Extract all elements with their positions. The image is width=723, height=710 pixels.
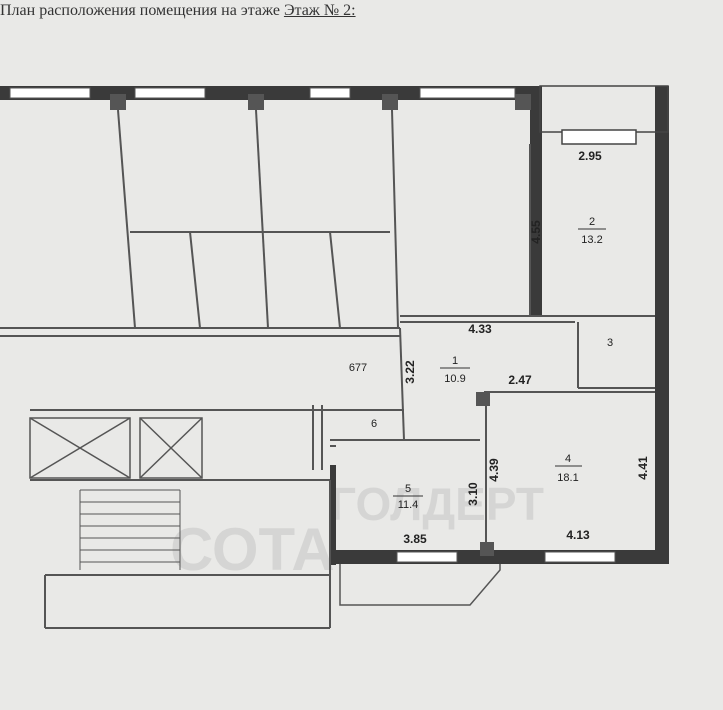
dim-4-55: 4.55 [529, 220, 543, 244]
interior-walls [0, 109, 655, 629]
apartment-number: 677 [349, 362, 367, 374]
stairs [79, 489, 181, 570]
dimension-labels: 2.95 4.55 4.33 3.22 2.47 4.39 3.10 4.41 … [403, 149, 650, 546]
dim-3-10: 3.10 [466, 482, 480, 506]
top-windows [9, 87, 616, 563]
balcony [539, 85, 669, 145]
watermark: ГОЛДЕРТ СОТА [170, 478, 544, 583]
room-6-number: 6 [371, 418, 377, 430]
bay-window [339, 564, 501, 606]
dim-2-47: 2.47 [508, 373, 532, 387]
dim-4-13: 4.13 [566, 528, 590, 542]
room-1-number: 1 [452, 355, 458, 367]
dim-4-39: 4.39 [487, 458, 501, 482]
watermark-line1: ГОЛДЕРТ [330, 478, 544, 530]
room-2-area: 13.2 [581, 234, 602, 246]
room-5-number: 5 [405, 483, 411, 495]
watermark-line2: СОТА [170, 516, 335, 583]
room-4-number: 4 [565, 453, 571, 465]
dim-3-85: 3.85 [403, 532, 427, 546]
plan-title: План расположения помещения на этаже [0, 2, 280, 19]
room-4-area: 18.1 [557, 472, 578, 484]
columns [110, 94, 531, 556]
dim-4-33: 4.33 [468, 322, 492, 336]
dim-2-95: 2.95 [578, 149, 602, 163]
elevators [29, 417, 203, 479]
dim-3-22: 3.22 [403, 360, 417, 384]
room-labels: 2 13.2 1 10.9 3 4 18.1 5 11.4 6 677 [349, 216, 613, 511]
room-3-number: 3 [607, 337, 613, 349]
walls [0, 86, 669, 565]
dim-4-41: 4.41 [636, 456, 650, 480]
plan-header: План расположения помещения на этаже Эта… [0, 2, 723, 32]
room-2-number: 2 [589, 216, 595, 228]
floor-label: Этаж № 2: [283, 2, 356, 19]
room-1-area: 10.9 [444, 373, 465, 385]
room-5-area: 11.4 [398, 499, 419, 511]
